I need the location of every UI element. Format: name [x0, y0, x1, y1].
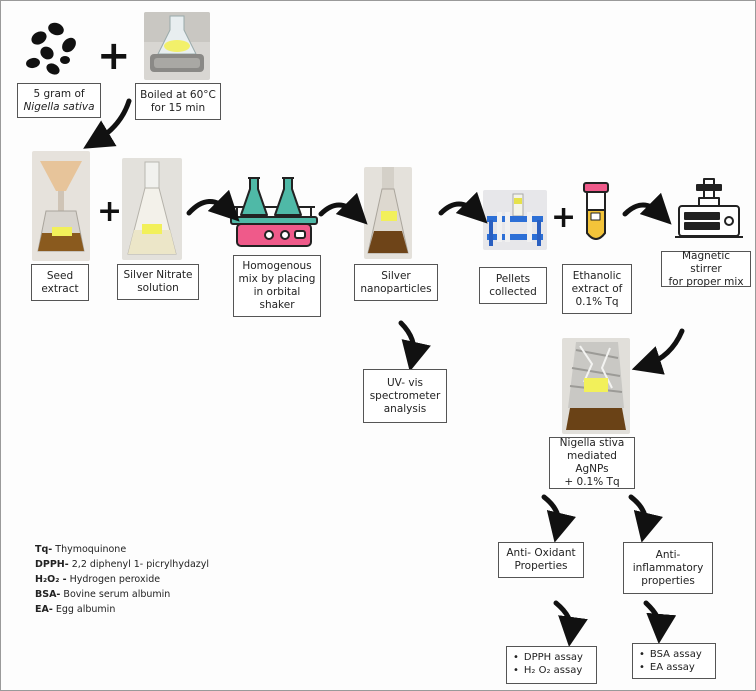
silver-nitrate-box: Silver Nitrate solution	[117, 264, 199, 300]
arrow-to-antioxidant-assays	[553, 600, 588, 647]
seed-extract-box: Seed extract	[31, 264, 89, 301]
homogenous-label-line2: mix by placing	[238, 273, 316, 285]
agnps-tq-box: Nigella stiva mediated AgNPs + 0.1% Tq	[549, 437, 635, 489]
legend-abbr: DPPH-	[35, 559, 69, 570]
silver-np-label-line2: nanoparticles	[360, 282, 432, 295]
seed-extract-label-line1: Seed	[46, 269, 74, 282]
silver-nitrate-label-line1: Silver Nitrate	[123, 269, 193, 281]
antiinflammatory-label-line1: Anti-	[655, 548, 681, 561]
arrow-to-shaker	[186, 189, 240, 222]
arrow-to-pellets	[438, 191, 488, 224]
ethanolic-label-line3: 0.1% Tq	[575, 295, 619, 308]
agnps-label-line1: Nigella stiva	[559, 437, 625, 449]
assay-item-bsa: BSA assay	[639, 648, 709, 661]
ethanolic-extract-box: Ethanolic extract of 0.1% Tq	[562, 264, 632, 314]
uv-vis-label-line3: analysis	[383, 402, 427, 415]
pellets-tube-rack-photo	[483, 190, 547, 250]
pellets-label-line2: collected	[489, 285, 537, 298]
legend-text: Egg albumin	[55, 604, 116, 615]
arrow-to-silver-np	[318, 192, 368, 225]
arrow-to-seed-extract	[83, 98, 132, 149]
arrow-to-antiinflammatory-assays	[643, 600, 677, 644]
silver-nitrate-flask-photo	[122, 158, 182, 260]
boiled-box: Boiled at 60°C for 15 min	[135, 83, 221, 120]
legend-text: Hydrogen peroxide	[69, 574, 161, 585]
plus-sign: +	[551, 200, 577, 235]
plus-sign: +	[97, 33, 131, 79]
antioxidant-label-line1: Anti- Oxidant	[506, 547, 576, 559]
hotplate-flask-photo	[144, 12, 210, 80]
nigella-sativa-box: 5 gram of Nigella sativa	[17, 83, 101, 118]
seed-extract-label-line2: extract	[41, 282, 79, 295]
seeds-label-line2: Nigella sativa	[23, 100, 95, 113]
legend-text: 2,2 diphenyl 1- picrylhydazyl	[71, 559, 210, 570]
uv-vis-label-line1: UV- vis	[387, 376, 423, 389]
antiinflammatory-assays-box: BSA assay EA assay	[632, 643, 716, 679]
antioxidant-box: Anti- Oxidant Properties	[498, 542, 584, 578]
legend-row: EA- Egg albumin	[35, 602, 209, 617]
legend-text: Thymoquinone	[55, 544, 127, 555]
uv-vis-label-line2: spectrometer	[369, 389, 441, 402]
arrow-to-antiinflammatory	[628, 494, 664, 543]
antioxidant-assays-box: DPPH assay H₂ O₂ assay	[506, 646, 597, 684]
legend-text: Bovine serum albumin	[63, 589, 171, 600]
agnps-label-line2: mediated AgNPs	[567, 450, 617, 475]
antioxidant-label-line2: Properties	[514, 560, 568, 572]
agnps-label-line3: + 0.1% Tq	[564, 476, 620, 488]
magnetic-label-line2: for proper mix	[668, 275, 744, 288]
uv-vis-box: UV- vis spectrometer analysis	[363, 369, 447, 423]
antiinflammatory-label-line3: properties	[641, 574, 695, 587]
silver-np-label-line1: Silver	[381, 269, 411, 282]
legend-abbr: H₂O₂ -	[35, 574, 67, 585]
seeds-label-line1: 5 gram of	[33, 87, 85, 100]
pellets-collected-box: Pellets collected	[479, 267, 547, 304]
arrow-to-uv-vis	[398, 320, 431, 372]
assay-item-ea: EA assay	[639, 661, 709, 674]
homogenous-label-line3: in orbital	[253, 286, 301, 298]
legend-abbr: BSA-	[35, 589, 61, 600]
antiinflammatory-box: Anti- inflammatory properties	[623, 542, 713, 594]
legend-row: DPPH- 2,2 diphenyl 1- picrylhydazyl	[35, 557, 209, 572]
agnps-foil-flask-photo	[562, 338, 630, 434]
boiled-label-line1: Boiled at 60°C	[140, 88, 216, 101]
pellets-label-line1: Pellets	[495, 272, 531, 285]
plus-sign: +	[97, 194, 123, 229]
homogenous-mix-box: Homogenous mix by placing in orbital sha…	[233, 255, 321, 317]
homogenous-label-line1: Homogenous	[242, 260, 312, 272]
boiled-label-line2: for 15 min	[150, 101, 206, 114]
silver-nitrate-label-line2: solution	[137, 282, 179, 294]
legend-abbr: EA-	[35, 604, 53, 615]
assay-item-dpph: DPPH assay	[513, 651, 590, 664]
legend-abbr: Tq-	[35, 544, 53, 555]
arrow-to-agnps	[631, 328, 685, 375]
silver-nanoparticles-photo	[364, 167, 412, 259]
legend-row: H₂O₂ - Hydrogen peroxide	[35, 572, 209, 587]
antiinflammatory-label-line2: inflammatory	[632, 561, 704, 574]
magnetic-label-line1: Magnetic stirrer	[681, 249, 731, 275]
arrow-to-stirrer	[622, 192, 672, 225]
arrow-to-antioxidant	[541, 494, 577, 543]
ethanolic-label-line2: extract of	[571, 282, 623, 295]
assay-item-h2o2: H₂ O₂ assay	[513, 664, 590, 677]
seed-extract-photo	[32, 151, 90, 261]
legend-row: BSA- Bovine serum albumin	[35, 587, 209, 602]
abbreviation-legend: Tq- Thymoquinone DPPH- 2,2 diphenyl 1- p…	[35, 542, 209, 617]
legend-row: Tq- Thymoquinone	[35, 542, 209, 557]
ethanolic-label-line1: Ethanolic	[572, 269, 622, 282]
silver-nanoparticles-box: Silver nanoparticles	[354, 264, 438, 301]
magnetic-stirrer-box: Magnetic stirrer for proper mix	[661, 249, 751, 288]
homogenous-label-line4: shaker	[259, 299, 295, 311]
